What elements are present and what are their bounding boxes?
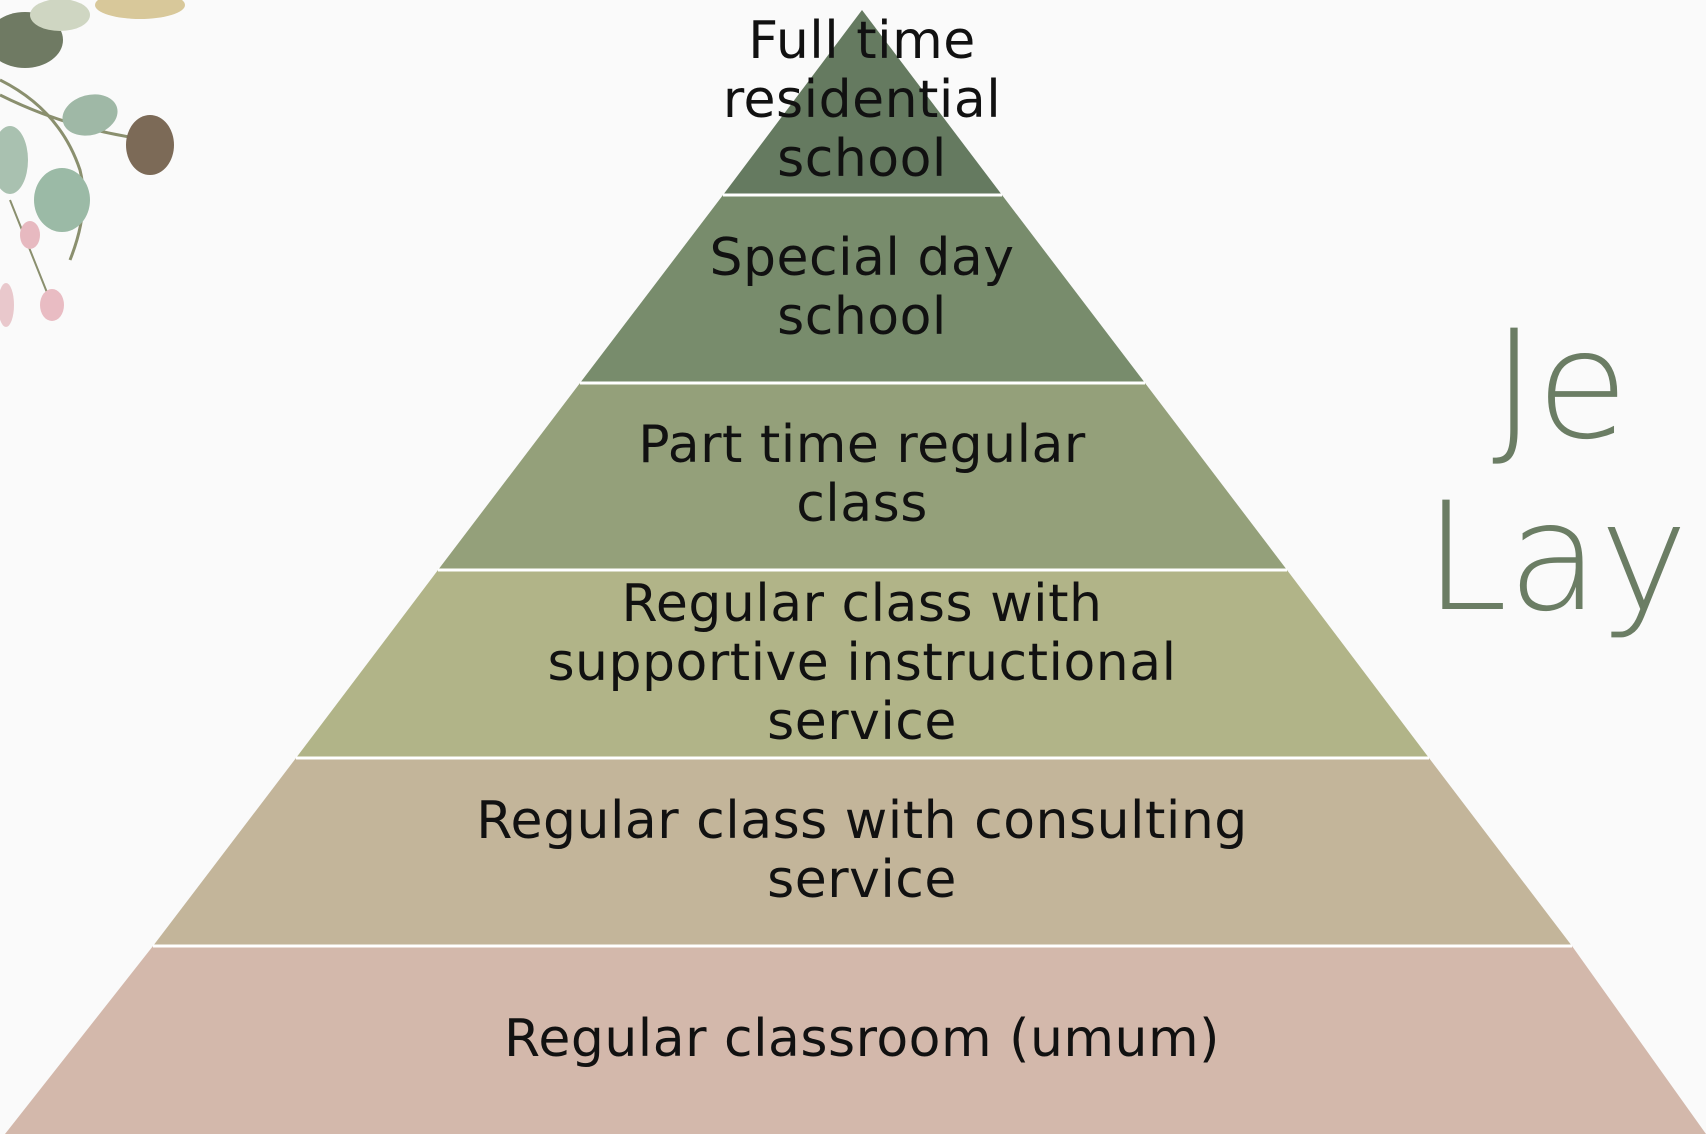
tier-3-line-2: class <box>796 474 928 534</box>
tier-2-line-1: Special day <box>709 228 1015 288</box>
pyramid-tier-5-shape <box>153 758 1572 946</box>
tier-1-line-2: residential <box>722 70 1002 130</box>
pyramid-tier-4-shape <box>296 570 1429 758</box>
tier-5-line-2: service <box>767 850 957 910</box>
tier-1-line-1: Full time <box>748 11 976 71</box>
tier-4-line-2: supportive instructional <box>547 633 1177 693</box>
slide-title: Je Lay <box>1424 299 1688 644</box>
slide-title-line-2: Lay <box>1424 471 1689 645</box>
tier-3-line-1: Part time regular <box>638 415 1086 475</box>
pyramid-tier-4-label: Regular class with supportive instructio… <box>462 575 1262 752</box>
pyramid-tier-6-shape <box>5 946 1706 1134</box>
tier-5-line-1: Regular class with consulting <box>476 791 1248 851</box>
pyramid-tier-2-label: Special day school <box>462 229 1262 347</box>
tier-6-line-1: Regular classroom (umum) <box>504 1009 1220 1069</box>
pyramid-tier-6-label: Regular classroom (umum) <box>462 1010 1262 1069</box>
pyramid-tier-3-label: Part time regular class <box>462 416 1262 534</box>
eucalyptus-leaves-icon <box>0 0 185 327</box>
tier-1-line-3: school <box>777 129 947 189</box>
tier-4-line-3: service <box>767 692 957 752</box>
pyramid-tier-1-shape <box>723 10 1002 195</box>
tier-4-line-1: Regular class with <box>621 574 1103 634</box>
pyramid-tier-5-label: Regular class with consulting service <box>462 792 1262 910</box>
pyramid-tier-1-label: Full time residential school <box>462 12 1262 189</box>
tier-2-line-2: school <box>777 287 947 347</box>
slide-title-line-1: Je <box>1492 299 1629 473</box>
pyramid-tier-3-shape <box>438 383 1287 570</box>
pyramid-tier-2-shape <box>580 195 1145 383</box>
